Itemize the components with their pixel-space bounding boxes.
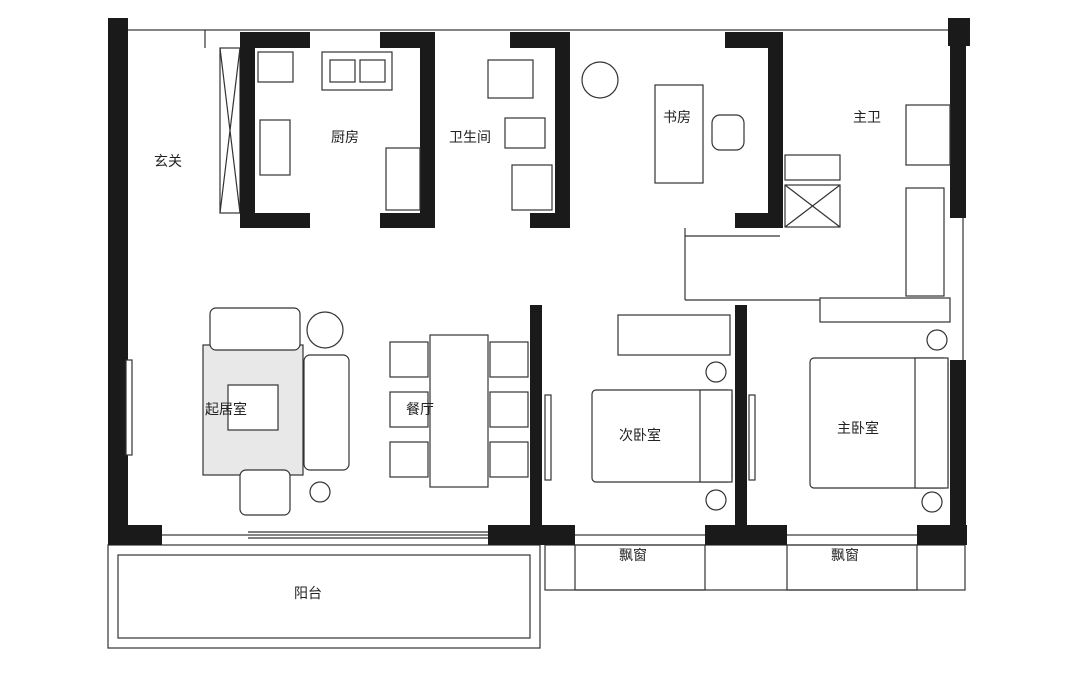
label-bay-window-1: 飘窗: [619, 547, 647, 564]
label-master-bedroom: 主卧室: [837, 420, 879, 437]
furniture: [125, 51, 951, 516]
label-study: 书房: [663, 110, 691, 126]
label-entrance: 玄关: [154, 153, 182, 170]
label-dining-room: 餐厅: [406, 402, 434, 418]
room-labels: 玄关 厨房 卫生间 书房 主卫 起居室 餐厅 次卧室 主卧室 飘窗 飘窗 阳台: [154, 110, 881, 602]
label-bay-window-2: 飘窗: [831, 547, 859, 564]
label-second-bedroom: 次卧室: [619, 427, 661, 444]
label-living-room: 起居室: [205, 401, 247, 418]
label-bathroom: 卫生间: [449, 130, 491, 146]
label-kitchen: 厨房: [331, 130, 359, 146]
label-balcony: 阳台: [294, 586, 322, 602]
label-master-bath: 主卫: [853, 110, 881, 126]
walls: [108, 18, 970, 545]
